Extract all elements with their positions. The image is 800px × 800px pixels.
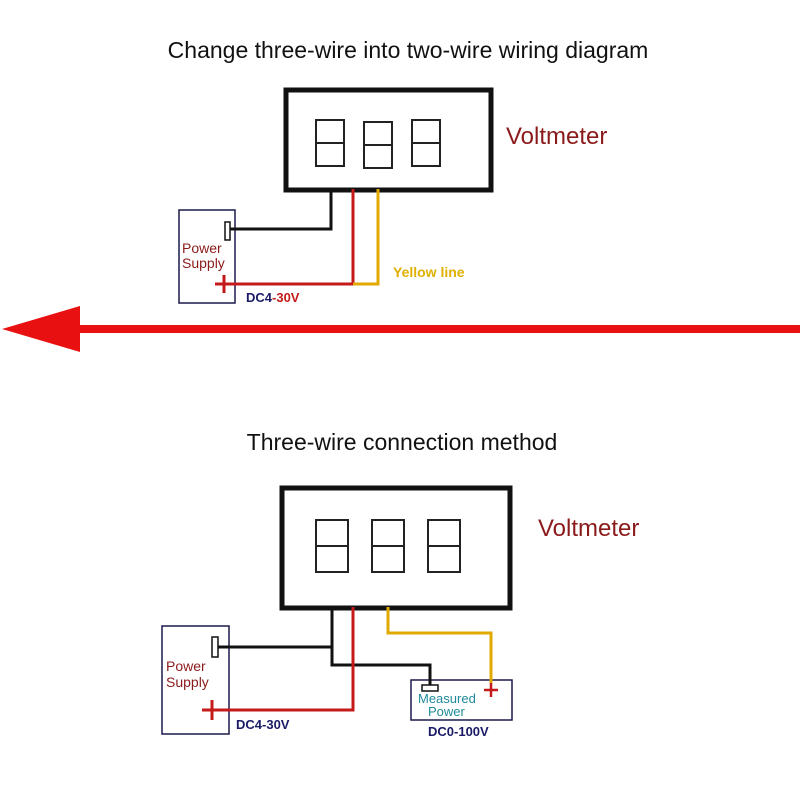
- left-arrow-icon: [2, 306, 800, 352]
- top-black-wire: [230, 189, 333, 231]
- bottom-black-wire-measured: [330, 647, 432, 685]
- bottom-red-wire: [222, 607, 355, 712]
- bottom-yellow-wire: [386, 607, 493, 683]
- top-dc-range-label: DC4-30V: [246, 290, 300, 305]
- bottom-power-supply-label-1: Power: [166, 658, 206, 674]
- top-seven-segment-digit-icon: [315, 119, 441, 169]
- top-dc-suffix: -30V: [272, 290, 300, 305]
- top-voltmeter-box: [283, 87, 494, 193]
- top-yellow-wire: [353, 189, 380, 286]
- top-power-supply-label-2: Supply: [182, 255, 225, 271]
- bottom-title: Three-wire connection method: [247, 429, 558, 455]
- top-voltmeter-label: Voltmeter: [506, 123, 607, 150]
- bottom-voltmeter-label: Voltmeter: [538, 515, 639, 542]
- bottom-dc-range-label: DC4-30V: [236, 717, 290, 732]
- bottom-plus-terminal-icon: [202, 700, 222, 720]
- top-title: Change three-wire into two-wire wiring d…: [168, 37, 649, 63]
- bottom-power-supply-label-2: Supply: [166, 674, 209, 690]
- measured-power-label-2: Power: [428, 704, 466, 719]
- top-power-supply-label-1: Power: [182, 240, 222, 256]
- bottom-black-wire: [218, 607, 334, 649]
- top-yellow-line-label: Yellow line: [393, 264, 465, 280]
- bottom-voltmeter-box: [279, 485, 513, 611]
- bottom-seven-segment-digit-icon: [315, 519, 461, 573]
- top-plus-terminal-icon: [215, 275, 233, 293]
- top-red-wire: [233, 189, 355, 286]
- measured-power-label-1: Measured: [418, 691, 476, 706]
- measured-range-label: DC0-100V: [428, 724, 489, 739]
- top-minus-terminal-icon: [224, 221, 231, 241]
- measured-plus-terminal-icon: [484, 683, 498, 697]
- bottom-minus-terminal-icon: [211, 636, 219, 658]
- top-dc-prefix: DC4: [246, 290, 273, 305]
